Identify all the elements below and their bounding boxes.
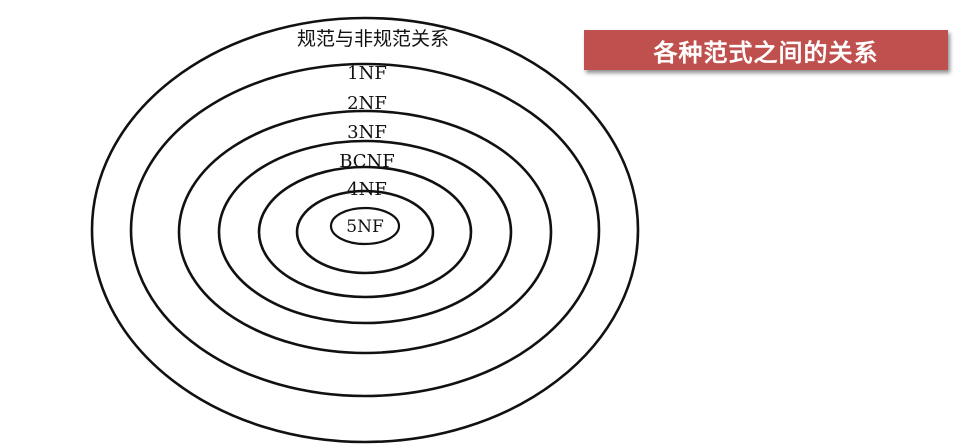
label-bcnf: BCNF <box>339 151 395 172</box>
page-title: 各种范式之间的关系 <box>653 38 879 67</box>
ring-5nf <box>329 206 401 246</box>
label-4nf: 4NF <box>347 179 387 200</box>
ring-2nf <box>177 109 553 355</box>
label-3nf: 3NF <box>347 122 387 143</box>
ring-3nf <box>217 139 513 325</box>
ring-bcnf <box>257 165 473 299</box>
ring-outer <box>90 16 640 444</box>
label-5nf: 5NF <box>346 217 384 237</box>
label-2nf: 2NF <box>347 93 387 114</box>
outer-ring-label: 规范与非规范关系 <box>297 28 449 50</box>
label-1nf: 1NF <box>347 63 387 84</box>
ring-4nf <box>295 189 435 275</box>
title-banner: 各种范式之间的关系 <box>584 30 948 70</box>
ring-1nf <box>129 62 601 398</box>
